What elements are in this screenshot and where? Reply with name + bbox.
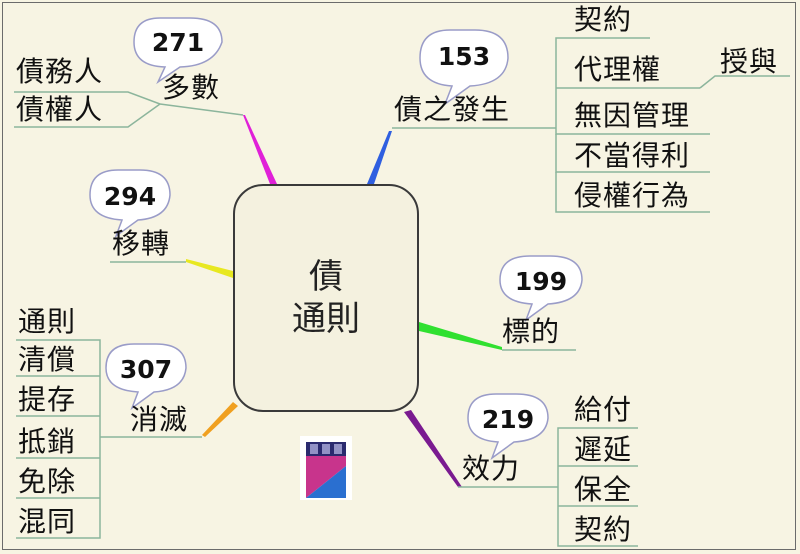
branch-label-xiao-mie: 消滅 xyxy=(130,403,189,436)
item-xiao-li-3: 契約 xyxy=(574,513,633,546)
item-zhai-fasheng-4: 侵權行為 xyxy=(574,179,691,212)
item-zhai-fasheng-0: 契約 xyxy=(574,3,633,36)
bubble-153 xyxy=(419,29,509,107)
item-xiao-li-0: 給付 xyxy=(574,393,633,426)
branch-label-xiao-li: 效力 xyxy=(462,452,521,485)
bubble-271 xyxy=(133,17,223,85)
bracket-xiao-mie xyxy=(16,339,202,539)
item-xiao-mie-1: 清償 xyxy=(18,343,77,376)
sub-item-shou-yu: 授與 xyxy=(720,45,779,78)
item-xiao-mie-4: 免除 xyxy=(18,465,77,498)
bubble-219 xyxy=(467,393,549,461)
bracket-duo-shu xyxy=(14,91,244,128)
shield-logo-icon xyxy=(300,436,352,500)
center-title: 債 xyxy=(309,256,343,297)
bracket-xiao-li xyxy=(458,427,638,547)
item-zhai-fasheng-3: 不當得利 xyxy=(574,139,691,172)
item-xiao-mie-3: 抵銷 xyxy=(18,425,77,458)
page-badge-xiao-li: 219 xyxy=(481,405,535,434)
center-node: 債 通則 xyxy=(233,184,419,412)
bubble-307 xyxy=(105,343,187,411)
page-badge-xiao-mie: 307 xyxy=(119,355,173,384)
branch-line-xiao-mie xyxy=(202,402,238,437)
page-badge-zhai-fasheng: 153 xyxy=(437,42,491,71)
item-zhai-fasheng-1: 代理權 xyxy=(574,53,662,86)
bracket-zhai-fasheng xyxy=(392,37,790,213)
page-badge-biao-de: 199 xyxy=(514,267,568,296)
item-xiao-mie-0: 通則 xyxy=(18,305,77,338)
item-xiao-li-1: 遲延 xyxy=(574,433,633,466)
item-xiao-li-2: 保全 xyxy=(574,473,633,506)
branch-line-biao-de xyxy=(419,322,502,350)
item-xiao-mie-2: 提存 xyxy=(18,383,77,416)
page-badge-duo-shu: 271 xyxy=(151,28,205,57)
branch-label-yi-zhuan: 移轉 xyxy=(112,227,171,260)
branch-label-duo-shu: 多數 xyxy=(162,71,221,104)
page-badge-yi-zhuan: 294 xyxy=(103,182,157,211)
bubble-294 xyxy=(89,169,171,239)
branch-line-yi-zhuan xyxy=(186,259,233,278)
item-zhai-fasheng-2: 無因管理 xyxy=(574,99,691,132)
branch-label-zhai-fasheng: 債之發生 xyxy=(394,93,511,126)
center-subtitle: 通則 xyxy=(292,299,360,339)
branch-line-xiao-li xyxy=(404,410,462,487)
item-duo-shu-0: 債務人 xyxy=(16,55,104,88)
item-xiao-mie-5: 混同 xyxy=(18,505,77,538)
branch-line-duo-shu xyxy=(243,115,277,184)
branch-label-biao-de: 標的 xyxy=(502,315,561,348)
bubble-199 xyxy=(499,255,583,323)
item-duo-shu-1: 債權人 xyxy=(16,93,104,126)
branch-line-zhai-fasheng xyxy=(367,131,392,184)
